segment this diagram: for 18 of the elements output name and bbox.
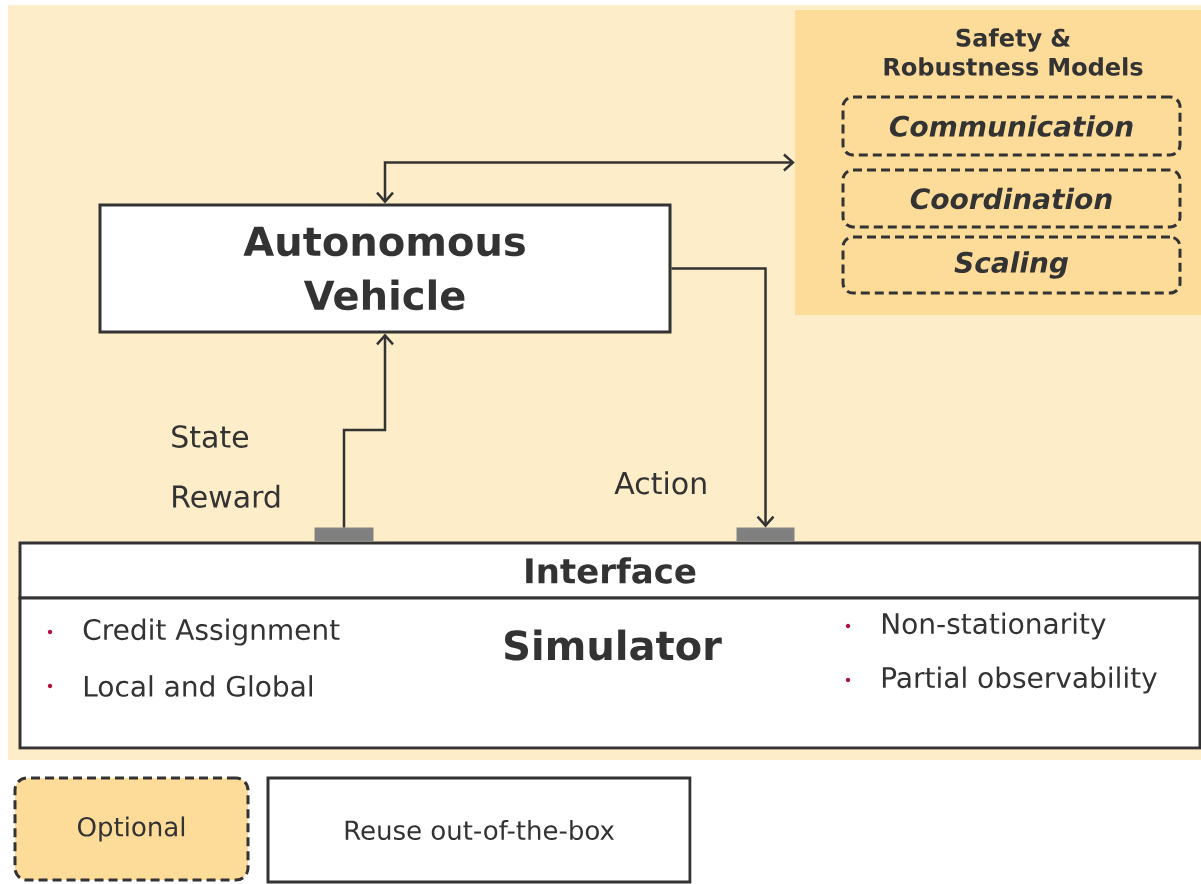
dashed-box: Communication: [841, 95, 1182, 157]
arrow: [342, 333, 394, 528]
edge-label: Action: [614, 471, 706, 495]
header-band: Interface: [18, 541, 1201, 600]
bullet-item: Non-stationarity: [845, 612, 1106, 640]
edge-label: State Reward: [172, 425, 280, 508]
port-bar: [736, 527, 795, 542]
bullet-item: Partial observability: [845, 666, 1157, 694]
dashed-box: Coordination: [841, 168, 1182, 229]
process-box: Autonomous Vehicle: [98, 203, 672, 334]
arrow: [671, 267, 775, 528]
dashed-box: Scaling: [841, 235, 1182, 295]
legend-item: Optional: [13, 776, 250, 882]
port-bar: [314, 527, 374, 542]
bullet-item: Credit Assignment: [47, 618, 340, 646]
legend-item: Reuse out-of-the-box: [266, 776, 692, 884]
arrow: [376, 153, 795, 204]
bullet-item: Local and Global: [47, 675, 312, 697]
